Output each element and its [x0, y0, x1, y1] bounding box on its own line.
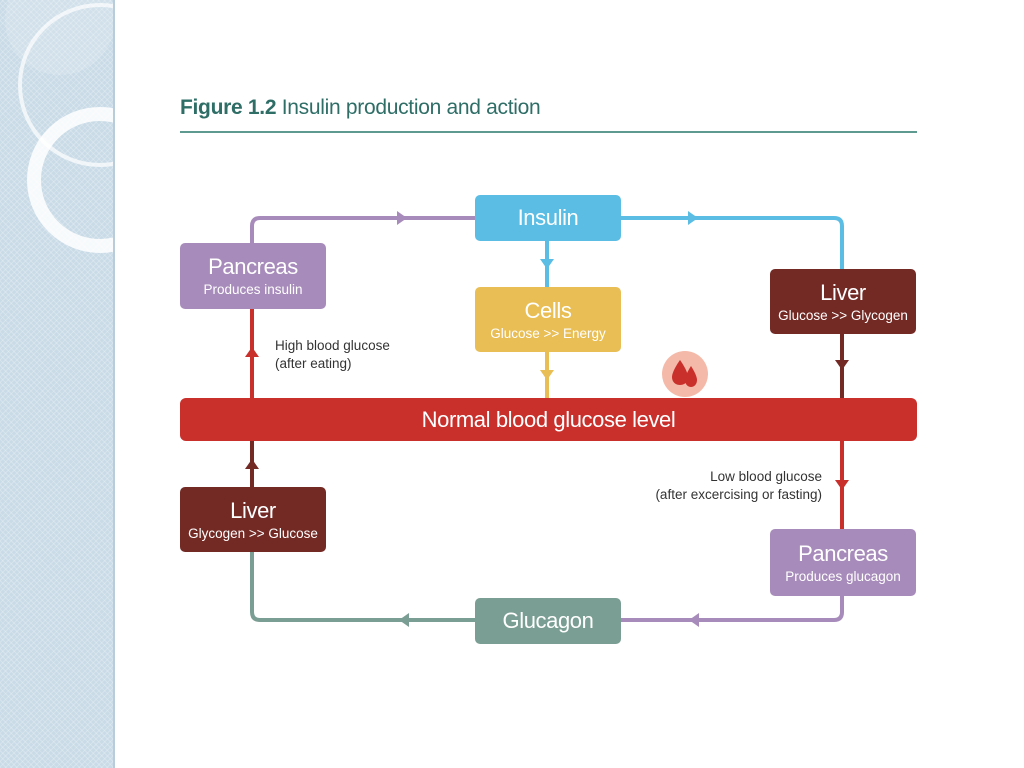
liver-sublabel: Glucose >> Glycogen — [778, 307, 908, 323]
high-glucose-line1: High blood glucose — [275, 338, 390, 353]
liver-glycogen-box: Liver Glucose >> Glycogen — [770, 269, 916, 334]
connector-pancreas-to-glucagon — [621, 596, 844, 622]
low-glucose-line2: (after excercising or fasting) — [655, 486, 822, 502]
arrow-bar-to-pancreas — [245, 347, 259, 357]
pancreas-label: Pancreas — [208, 254, 298, 280]
insulin-label: Insulin — [517, 205, 579, 231]
arrow-cells-to-bar — [540, 370, 554, 380]
cells-label: Cells — [524, 297, 572, 323]
normal-glucose-label: Normal blood glucose level — [421, 406, 676, 432]
arrow-insulin-to-liver — [688, 211, 698, 225]
arrow-pancreas-to-insulin — [397, 211, 407, 225]
connector-insulin-to-liver — [621, 216, 844, 269]
title-rule — [180, 131, 917, 133]
pancreas-bottom-sublabel: Produces glucagon — [785, 568, 901, 584]
liver-bottom-label: Liver — [230, 497, 276, 523]
blood-drops-badge — [662, 351, 708, 397]
blood-drops-icon — [672, 360, 697, 387]
cells-box: Cells Glucose >> Energy — [475, 287, 621, 352]
pancreas-bottom-label: Pancreas — [798, 540, 888, 566]
cells-sublabel: Glucose >> Energy — [490, 325, 606, 341]
decorative-rings — [5, 0, 113, 253]
glucagon-label: Glucagon — [502, 608, 594, 634]
figure-title: Figure 1.2 Insulin production and action — [180, 96, 541, 120]
low-glucose-line1: Low blood glucose — [710, 469, 822, 484]
arrow-insulin-to-cells — [540, 259, 554, 269]
liver-glucose-box: Liver Glycogen >> Glucose — [180, 487, 326, 552]
arrow-bar-to-pancreas-bottom — [835, 480, 849, 490]
arrow-liver-bottom-to-bar — [245, 459, 259, 469]
low-glucose-note: Low blood glucose (after excercising or … — [620, 468, 822, 503]
arrow-liver-to-bar — [835, 360, 849, 370]
connector-glucagon-to-liver — [250, 552, 475, 622]
normal-glucose-bar: Normal blood glucose level — [180, 398, 917, 441]
connector-pancreas-to-insulin-path — [250, 216, 475, 243]
figure-number: Figure 1.2 — [180, 96, 277, 119]
glucagon-box: Glucagon — [475, 598, 621, 644]
pancreas-glucagon-box: Pancreas Produces glucagon — [770, 529, 916, 596]
pancreas-sublabel: Produces insulin — [203, 282, 303, 298]
decorative-side-strip — [0, 0, 115, 768]
high-glucose-note: High blood glucose (after eating) — [275, 337, 390, 372]
liver-bottom-sublabel: Glycogen >> Glucose — [188, 525, 318, 541]
figure-caption: Insulin production and action — [281, 96, 541, 119]
arrow-glucagon-to-liver — [399, 613, 409, 627]
arrow-pancreas-to-glucagon — [689, 613, 699, 627]
pancreas-insulin-box: Pancreas Produces insulin — [180, 243, 326, 309]
high-glucose-line2: (after eating) — [275, 355, 352, 371]
liver-label: Liver — [820, 279, 866, 305]
insulin-box: Insulin — [475, 195, 621, 241]
